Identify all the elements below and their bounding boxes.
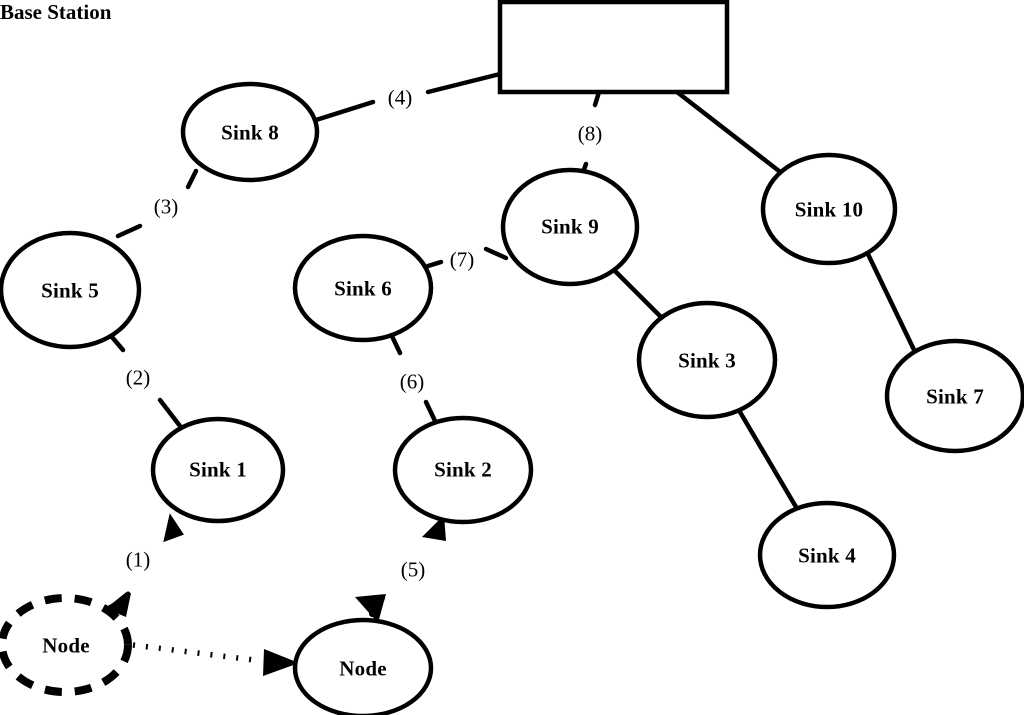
node-sink8[interactable] — [180, 81, 320, 183]
edge-7-stub-b — [483, 246, 509, 261]
edge-6-stub-b — [423, 399, 439, 426]
edge-4-stub-b — [425, 71, 503, 95]
edge-sink3-to-sink4 — [737, 409, 799, 510]
node-sink3[interactable] — [636, 300, 778, 420]
edge-base-station-to-sink10 — [674, 89, 782, 174]
node-sink4[interactable] — [757, 500, 897, 610]
edge-3-stub-b — [115, 223, 143, 239]
node-sink6[interactable] — [292, 233, 434, 343]
edges-arrow-group — [104, 513, 446, 676]
node-node-dashed[interactable] — [0, 594, 132, 696]
edge-sink10-to-sink7 — [863, 247, 919, 357]
edge-1-arrow-tail — [110, 591, 131, 609]
node-sink10[interactable] — [760, 152, 898, 266]
base-station-box[interactable] — [497, 0, 730, 95]
edge-5-arrowhead-to-sink2 — [422, 515, 446, 541]
edge-node-to-node-dotted-line — [132, 642, 263, 664]
edge-1-arrowhead-to-sink1 — [163, 513, 184, 543]
edge-4-stub-a — [313, 99, 376, 123]
node-node-solid[interactable] — [292, 617, 434, 715]
node-sink1[interactable] — [150, 416, 286, 524]
base-station-label: Base Station — [0, 0, 112, 24]
edge-sink9-to-sink3 — [612, 268, 665, 321]
node-sink7[interactable] — [884, 338, 1024, 454]
nodes-group — [0, 81, 1024, 715]
node-sink2[interactable] — [392, 415, 534, 525]
edge-7-stub-a — [425, 259, 444, 269]
edge-5-arrow-tail — [369, 595, 385, 617]
edge-2-stub-b — [157, 397, 183, 429]
node-sink9[interactable] — [500, 167, 640, 287]
edges-solid-group — [612, 89, 919, 510]
edge-node-to-node-arrowhead — [263, 649, 299, 676]
edge-3-stub-a — [185, 168, 199, 190]
node-sink5[interactable] — [0, 230, 142, 350]
